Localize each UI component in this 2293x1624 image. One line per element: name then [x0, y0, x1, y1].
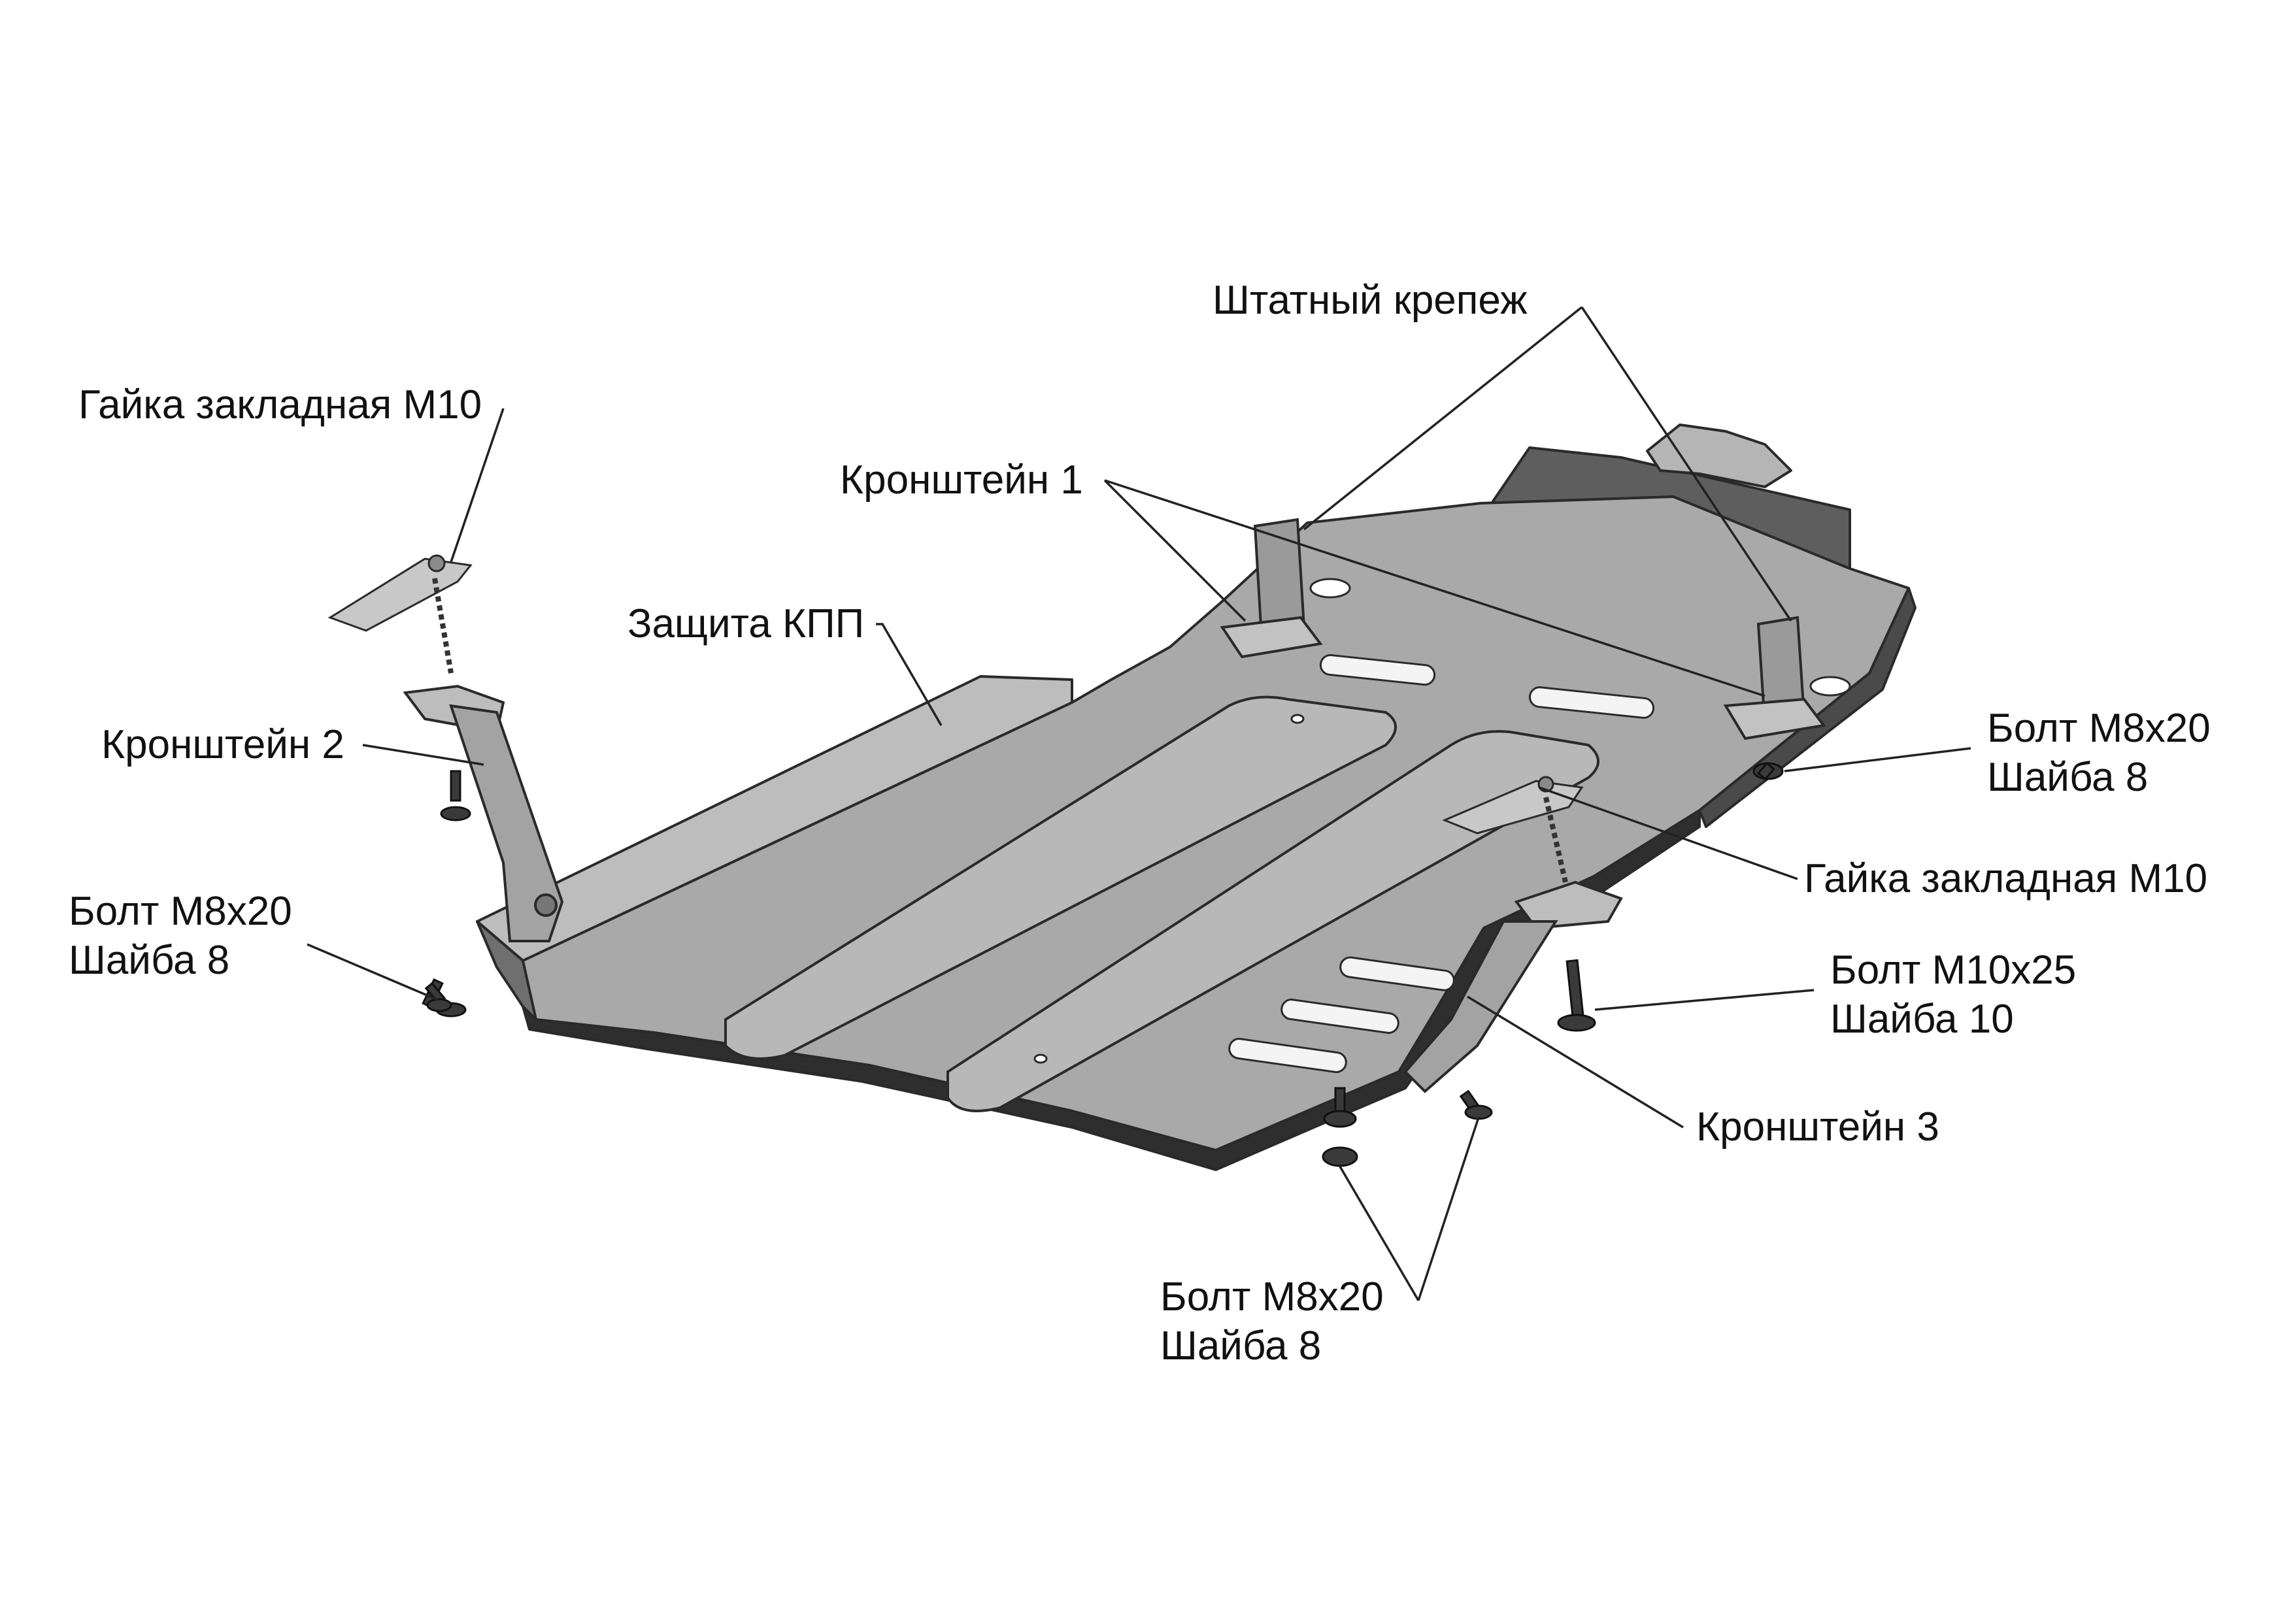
label-kronshtein-1: Кронштейн 1	[840, 457, 1083, 503]
leader-gayka-left	[450, 408, 505, 563]
label-gayka-top-left: Гайка закладная М10	[78, 382, 482, 427]
bolt-m8-left-front	[424, 982, 452, 1012]
label-bolt-left-1: Болт М8х20	[69, 889, 292, 934]
stiffening-ribs	[724, 695, 1599, 1112]
leader-shtatny-2	[1581, 307, 1792, 621]
hole	[1033, 1053, 1048, 1064]
leader-lines	[307, 306, 1971, 1301]
vent-slot	[1228, 1038, 1347, 1073]
bolt-m8-bottom-right	[1459, 1089, 1493, 1120]
bolt-m8-right	[1752, 761, 1784, 781]
bracket-2-bolt	[534, 893, 558, 917]
label-shaiba-bottom-2: Шайба 8	[1160, 1323, 1321, 1368]
label-kronshtein-3: Кронштейн 3	[1696, 1104, 1939, 1150]
vent-slot	[1339, 956, 1455, 991]
leader-kronshtein1-a	[1103, 479, 1247, 622]
bracket-2	[403, 684, 564, 942]
leader-bolt-right	[1784, 747, 1971, 772]
callout-labels: Штатный крепеж Гайка закладная М10 Кронш…	[69, 278, 2211, 1368]
bracket-1	[1220, 518, 1826, 740]
bracket-3	[1403, 880, 1623, 1093]
hole	[1309, 578, 1351, 599]
bolt-m8-bottom-left	[1322, 1087, 1358, 1167]
leader-kronshtein1-b	[1104, 479, 1766, 697]
leader-bolt-m10	[1594, 989, 1815, 1011]
leader-bolt-bottom-1	[1339, 1166, 1420, 1301]
nut-chain-left	[432, 578, 454, 674]
rib-left	[724, 695, 1397, 1060]
nut-plate-left	[327, 557, 473, 632]
label-shaiba-left-2: Шайба 8	[69, 938, 229, 983]
label-shtatny-krepezh: Штатный крепеж	[1213, 278, 1528, 323]
leader-kronshtein2	[362, 744, 484, 766]
right-edge	[1698, 587, 1916, 828]
vent-slot	[1319, 654, 1436, 686]
bracket-3-arm	[1403, 920, 1558, 1093]
bracket-1-base-right	[1723, 697, 1826, 740]
leader-zashita	[876, 623, 943, 726]
nut-stud-left	[427, 554, 446, 572]
label-shaiba-m10-2: Шайба 10	[1830, 997, 2014, 1042]
label-bolt-right-1: Болт М8х20	[1987, 706, 2211, 751]
leader-gayka-right	[1539, 786, 1798, 880]
leader-kronshtein3	[1467, 995, 1684, 1129]
rib-right	[946, 730, 1599, 1112]
plate-holes	[1033, 578, 1851, 1064]
vent-slots	[1228, 654, 1655, 1073]
vent-slot	[1528, 686, 1655, 719]
bolt-m8-bracket2	[440, 770, 471, 821]
label-bolt-bottom-1: Болт М8х20	[1160, 1274, 1384, 1319]
hole	[1290, 714, 1305, 724]
left-corner	[476, 920, 537, 1021]
nut-plate-right	[1442, 780, 1584, 835]
bolt-m10	[1557, 959, 1596, 1032]
bolts	[422, 761, 1784, 1167]
hole	[1809, 676, 1851, 697]
label-zashita-kpp: Защита КПП	[628, 601, 864, 646]
embedded-nut-left	[327, 554, 473, 674]
leader-bolt-left	[307, 943, 439, 1001]
rear-tongue	[1646, 423, 1792, 488]
leader-shtatny-1	[1303, 306, 1583, 531]
label-bolt-m10-1: Болт М10х25	[1830, 948, 2076, 993]
label-gayka-right: Гайка закладная М10	[1804, 856, 2207, 901]
vent-slot	[1280, 999, 1399, 1034]
bracket-1-base-left	[1220, 616, 1323, 659]
label-kronshtein-2: Кронштейн 2	[101, 722, 344, 767]
front-edge-shadow	[522, 809, 1701, 1171]
leader-bolt-bottom-2	[1417, 1117, 1480, 1301]
label-shaiba-right-2: Шайба 8	[1987, 755, 2148, 800]
